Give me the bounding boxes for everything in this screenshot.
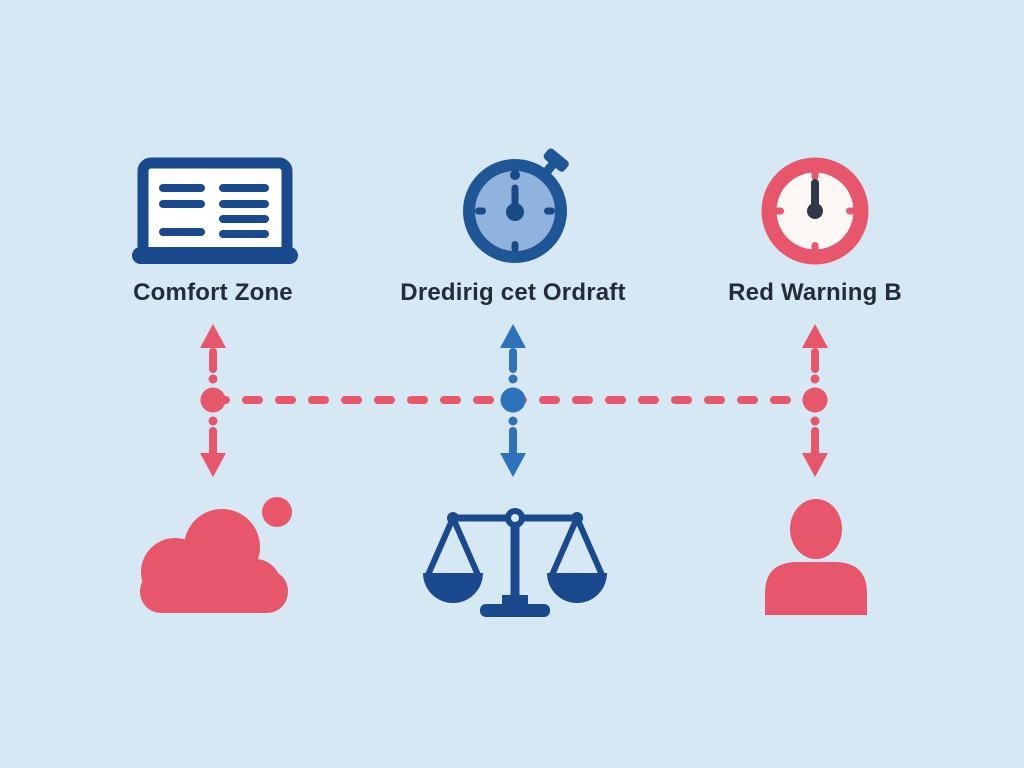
timeline-node-dot: [500, 387, 526, 413]
timeline-node-dot: [802, 387, 828, 413]
up-arrow-icon: [200, 324, 226, 348]
connector-node-right: [802, 324, 828, 477]
down-arrow-icon: [200, 453, 226, 477]
up-arrow-icon: [802, 324, 828, 348]
connector-node-center: [500, 324, 526, 477]
balance-scale-icon: [423, 508, 607, 617]
stopwatch-ticks: [475, 170, 555, 252]
scale-left-pan: [423, 515, 483, 603]
down-arrow-icon: [802, 453, 828, 477]
scale-base: [480, 604, 550, 617]
label-comfort-zone: Comfort Zone: [133, 279, 293, 306]
clock-ticks: [772, 168, 858, 254]
person-body: [765, 562, 867, 615]
laptop-text-lines: [159, 184, 269, 238]
laptop-base: [132, 247, 298, 264]
timeline-node-dot: [200, 387, 226, 413]
clock-hand-hub: [807, 203, 823, 219]
cloud-detached-dot: [262, 497, 292, 527]
label-red-warning: Red Warning B: [728, 279, 902, 306]
laptop-document-icon: [132, 157, 298, 264]
label-center-column: Dredirig cet Ordraft: [400, 279, 626, 306]
connector-node-left: [200, 324, 226, 477]
stopwatch-icon: [463, 148, 569, 263]
person-head: [790, 499, 842, 559]
scale-right-pan: [547, 515, 607, 603]
cloud-blob-icon: [140, 497, 292, 613]
clock-icon: [761, 157, 869, 265]
scale-pole: [510, 518, 520, 603]
stopwatch-hand-hub: [506, 203, 524, 221]
down-arrow-icon: [500, 453, 526, 477]
person-icon: [765, 499, 867, 615]
up-arrow-icon: [500, 324, 526, 348]
